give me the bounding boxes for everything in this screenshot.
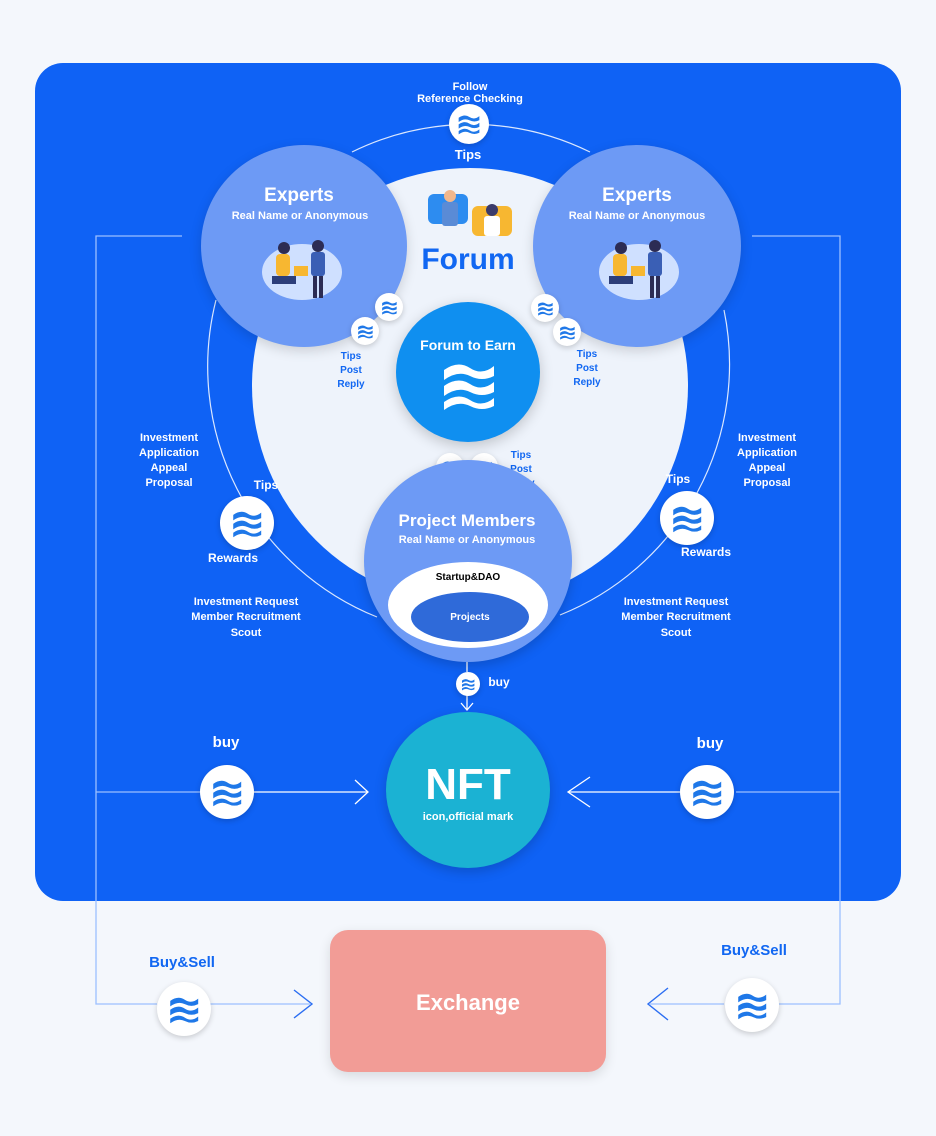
chat-people-icon [428, 186, 516, 242]
follow-label: Follow [452, 81, 488, 93]
right-post-label: Post [576, 363, 598, 374]
right-coin-rewards-label: Rewards [680, 545, 732, 559]
coin-icon [449, 104, 489, 144]
forum-to-earn-logo-icon [440, 356, 496, 412]
left-tips-label: Tips [340, 351, 362, 362]
left-investment-line1: Investment [139, 432, 199, 444]
left-investment-line3: Appeal [150, 462, 188, 474]
experts-left-title: Experts [264, 185, 334, 206]
right-investment-line1: Investment [737, 432, 797, 444]
center-post-label: Post [510, 464, 532, 475]
left-coin-tips-label: Tips [253, 478, 279, 492]
left-request-line2: Member Recruitment [191, 611, 301, 623]
project-members-title: Project Members [398, 511, 536, 530]
coin-icon [456, 672, 480, 696]
coin-icon [220, 496, 274, 550]
experts-right-title: Experts [602, 185, 672, 206]
coin-icon [531, 294, 559, 322]
right-request-line3: Scout [660, 627, 692, 639]
center-buy-label: buy [488, 675, 510, 689]
left-request-line1: Investment Request [193, 596, 299, 608]
coin-icon [660, 491, 714, 545]
coin-icon [553, 318, 581, 346]
coin-icon [725, 978, 779, 1032]
left-post-label: Post [340, 365, 362, 376]
forum-to-earn-title: Forum to Earn [420, 337, 516, 353]
center-tips-label: Tips [510, 450, 532, 461]
coin-icon [680, 765, 734, 819]
projects-label: Projects [450, 612, 490, 623]
exchange-box [330, 930, 606, 1072]
right-request-line2: Member Recruitment [621, 611, 731, 623]
right-investment-line2: Application [737, 447, 797, 459]
experts-left-subtitle: Real Name or Anonymous [231, 210, 369, 222]
left-buysell-label: Buy&Sell [149, 954, 215, 971]
project-members-subtitle: Real Name or Anonymous [398, 534, 536, 546]
left-investment-line2: Application [139, 447, 199, 459]
projects-ellipse [411, 592, 529, 642]
left-coin-rewards-label: Rewards [207, 551, 259, 565]
team-people-icon [595, 236, 679, 302]
team-people-icon [258, 236, 342, 302]
coin-icon [157, 982, 211, 1036]
nft-subtitle: icon,official mark [422, 811, 514, 823]
nft-title: NFT [425, 760, 511, 809]
coin-icon [375, 293, 403, 321]
right-coin-tips-label: Tips [665, 472, 691, 486]
right-buy-label: buy [696, 735, 724, 752]
exchange-label: Exchange [416, 990, 520, 1015]
right-investment-line3: Appeal [748, 462, 786, 474]
coin-icon [351, 317, 379, 345]
left-reply-label: Reply [337, 379, 365, 390]
reference-checking-label: Reference Checking [417, 93, 523, 105]
right-reply-label: Reply [573, 377, 601, 388]
top-tips-label: Tips [454, 147, 482, 162]
forum-title: Forum [421, 243, 515, 276]
startup-dao-label: Startup&DAO [435, 572, 501, 583]
left-investment-line4: Proposal [145, 477, 193, 489]
experts-right-subtitle: Real Name or Anonymous [568, 210, 706, 222]
left-request-line3: Scout [230, 627, 262, 639]
nft-circle [386, 712, 550, 868]
left-buy-label: buy [212, 734, 240, 751]
coin-icon [200, 765, 254, 819]
right-tips-label: Tips [576, 349, 598, 360]
right-buysell-label: Buy&Sell [721, 942, 787, 959]
right-investment-line4: Proposal [743, 477, 791, 489]
right-request-line1: Investment Request [623, 596, 729, 608]
